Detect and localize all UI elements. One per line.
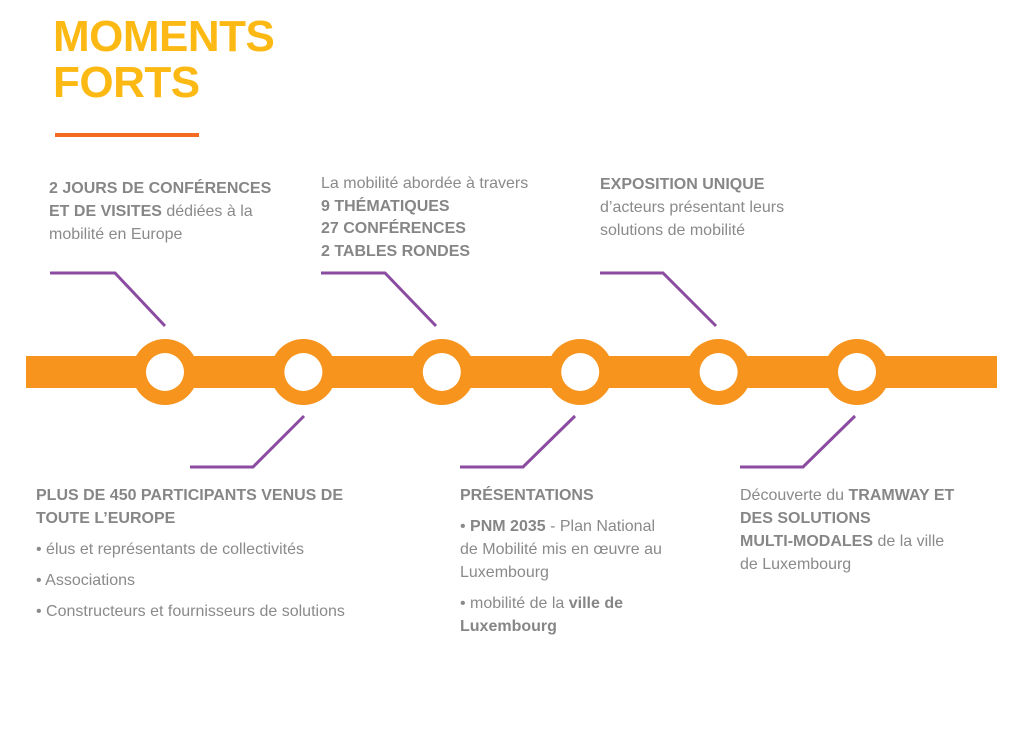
bold-text: PLUS DE 450 PARTICIPANTS VENUS DE (36, 487, 344, 504)
bold-text: 9 THÉMATIQUES (321, 197, 450, 215)
text: d’acteurs présentant leurs (600, 199, 785, 216)
bold-text: ET DE VISITES (49, 203, 162, 220)
station-hole (561, 353, 600, 391)
text: de Mobilité mis en œuvre au (460, 541, 662, 558)
connector-bottom-1 (190, 414, 306, 469)
bold-text: Luxembourg (460, 618, 557, 635)
highlight-conferences: 2 JOURS DE CONFÉRENCES ET DE VISITES déd… (49, 177, 271, 246)
bold-text: PRÉSENTATIONS (460, 487, 594, 504)
highlight-themes: La mobilité abordée à travers 9 THÉMATIQ… (321, 173, 528, 263)
page-title: MOMENTS FORTS (53, 12, 275, 107)
text: de Luxembourg (740, 556, 852, 573)
text: solutions de mobilité (600, 222, 745, 239)
highlight-tramway: Découverte du TRAMWAY ET DES SOLUTIONS M… (740, 484, 954, 576)
bold-text: DES SOLUTIONS (740, 510, 871, 527)
connector-bottom-2 (460, 414, 577, 469)
connector-top-3 (600, 271, 718, 328)
station-hole (146, 353, 184, 391)
text: dédiées à la (161, 203, 253, 220)
bold-text: ville de (568, 595, 624, 612)
list-item: • Associations (36, 572, 135, 589)
bold-text: EXPOSITION UNIQUE (600, 176, 765, 193)
connector-bottom-3 (740, 414, 857, 469)
text: La mobilité abordée à travers (321, 175, 529, 192)
list-item: • élus et représentants de collectivités (36, 541, 304, 558)
station-hole (838, 353, 876, 391)
text: de la ville (873, 533, 945, 550)
text: - Plan National (545, 518, 656, 535)
text: Découverte du (740, 487, 849, 504)
text: Luxembourg (460, 564, 549, 581)
bold-text: 27 CONFÉRENCES (321, 220, 466, 237)
bold-text: 2 TABLES RONDES (321, 242, 471, 260)
station-hole (699, 353, 738, 391)
title-line-2: FORTS (53, 58, 200, 107)
bold-text: PNM 2035 (470, 518, 546, 535)
connector-top-2 (321, 271, 438, 328)
highlight-exposition: EXPOSITION UNIQUE d’acteurs présentant l… (600, 173, 784, 242)
title-underline (55, 133, 199, 137)
station-hole (284, 353, 323, 391)
bold-text: 2 JOURS DE CONFÉRENCES (49, 180, 272, 197)
text: • (460, 518, 471, 535)
bold-text: MULTI-MODALES (740, 533, 874, 550)
highlight-presentations: PRÉSENTATIONS • PNM 2035 - Plan National… (460, 484, 662, 638)
station-hole (422, 353, 461, 391)
text: • mobilité de la (460, 595, 569, 612)
bold-text: TRAMWAY ET (848, 487, 955, 504)
title-line-1: MOMENTS (53, 12, 275, 61)
highlight-participants: PLUS DE 450 PARTICIPANTS VENUS DE TOUTE … (36, 484, 345, 623)
bold-text: TOUTE L’EUROPE (36, 510, 176, 527)
text: mobilité en Europe (49, 226, 183, 243)
connector-top-1 (50, 271, 167, 328)
list-item: • Constructeurs et fournisseurs de solut… (36, 603, 345, 620)
